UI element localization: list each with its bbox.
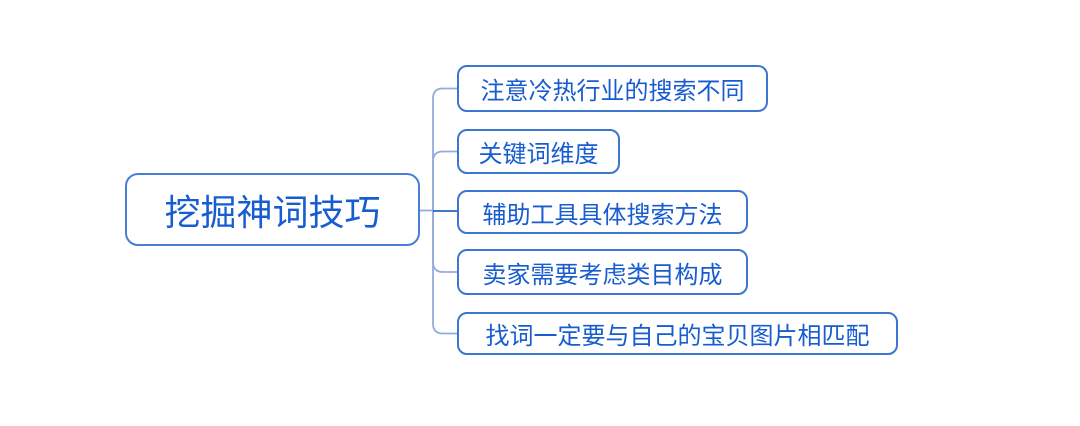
child-node-1[interactable]: 注意冷热行业的搜索不同: [457, 65, 768, 112]
child-node-2[interactable]: 关键词维度: [457, 129, 620, 174]
child-node-5[interactable]: 找词一定要与自己的宝贝图片相匹配: [457, 312, 898, 355]
child-node-label: 关键词维度: [478, 142, 599, 168]
root-node-label: 挖掘神词技巧: [164, 192, 381, 233]
child-node-label: 辅助工具具体搜索方法: [482, 202, 723, 229]
connector-branch-1: [432, 87, 458, 211]
child-node-4[interactable]: 卖家需要考虑类目构成: [457, 249, 748, 295]
connector-branch-5: [432, 210, 458, 335]
child-node-label: 注意冷热行业的搜索不同: [480, 79, 745, 105]
connector-branch-4: [432, 210, 458, 273]
child-node-label: 卖家需要考虑类目构成: [482, 262, 723, 289]
child-node-label: 找词一定要与自己的宝贝图片相匹配: [485, 324, 870, 350]
connector-branch-2: [432, 150, 458, 211]
root-node[interactable]: 挖掘神词技巧: [125, 173, 420, 246]
child-node-3[interactable]: 辅助工具具体搜索方法: [457, 190, 748, 234]
